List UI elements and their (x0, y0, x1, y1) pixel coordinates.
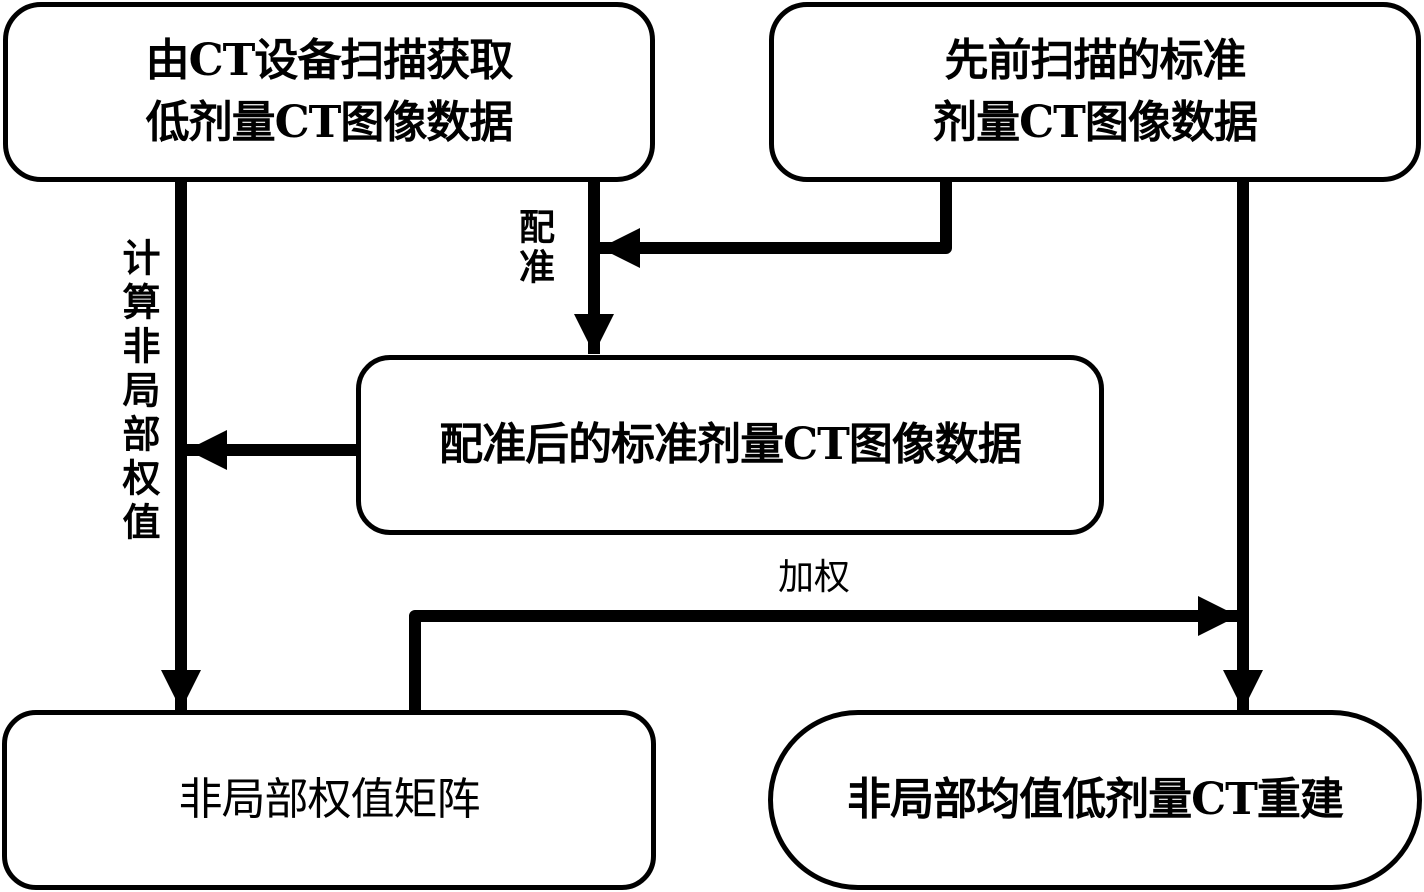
edge-label-compute-weights: 计算非局部权值 (116, 238, 161, 546)
node-reconstruction-label: 非局部均值低剂量CT重建 (847, 774, 1344, 825)
node-weight-matrix-label: 非局部权值矩阵 (178, 774, 481, 825)
node-low-dose-scan: 由CT设备扫描获取 低剂量CT图像数据 (3, 2, 655, 182)
node-weight-matrix: 非局部权值矩阵 (2, 710, 656, 890)
arrow-prior-to-registration (600, 180, 952, 268)
node-prior-standard-line2: 剂量CT图像数据 (933, 97, 1258, 148)
edge-label-registration: 配准 (513, 208, 555, 288)
node-registered-standard-label: 配准后的标准剂量CT图像数据 (439, 419, 1022, 470)
node-prior-standard: 先前扫描的标准 剂量CT图像数据 (769, 2, 1421, 182)
node-low-dose-scan-line1: 由CT设备扫描获取 (145, 35, 514, 86)
node-reconstruction: 非局部均值低剂量CT重建 (768, 710, 1422, 890)
edge-label-weighting: 加权 (778, 557, 851, 598)
arrow-weight-matrix-to-reconstruction (409, 596, 1238, 710)
node-prior-standard-line1: 先前扫描的标准 (944, 35, 1247, 86)
node-registered-standard: 配准后的标准剂量CT图像数据 (356, 355, 1104, 535)
node-low-dose-scan-line2: 低剂量CT图像数据 (145, 97, 514, 148)
